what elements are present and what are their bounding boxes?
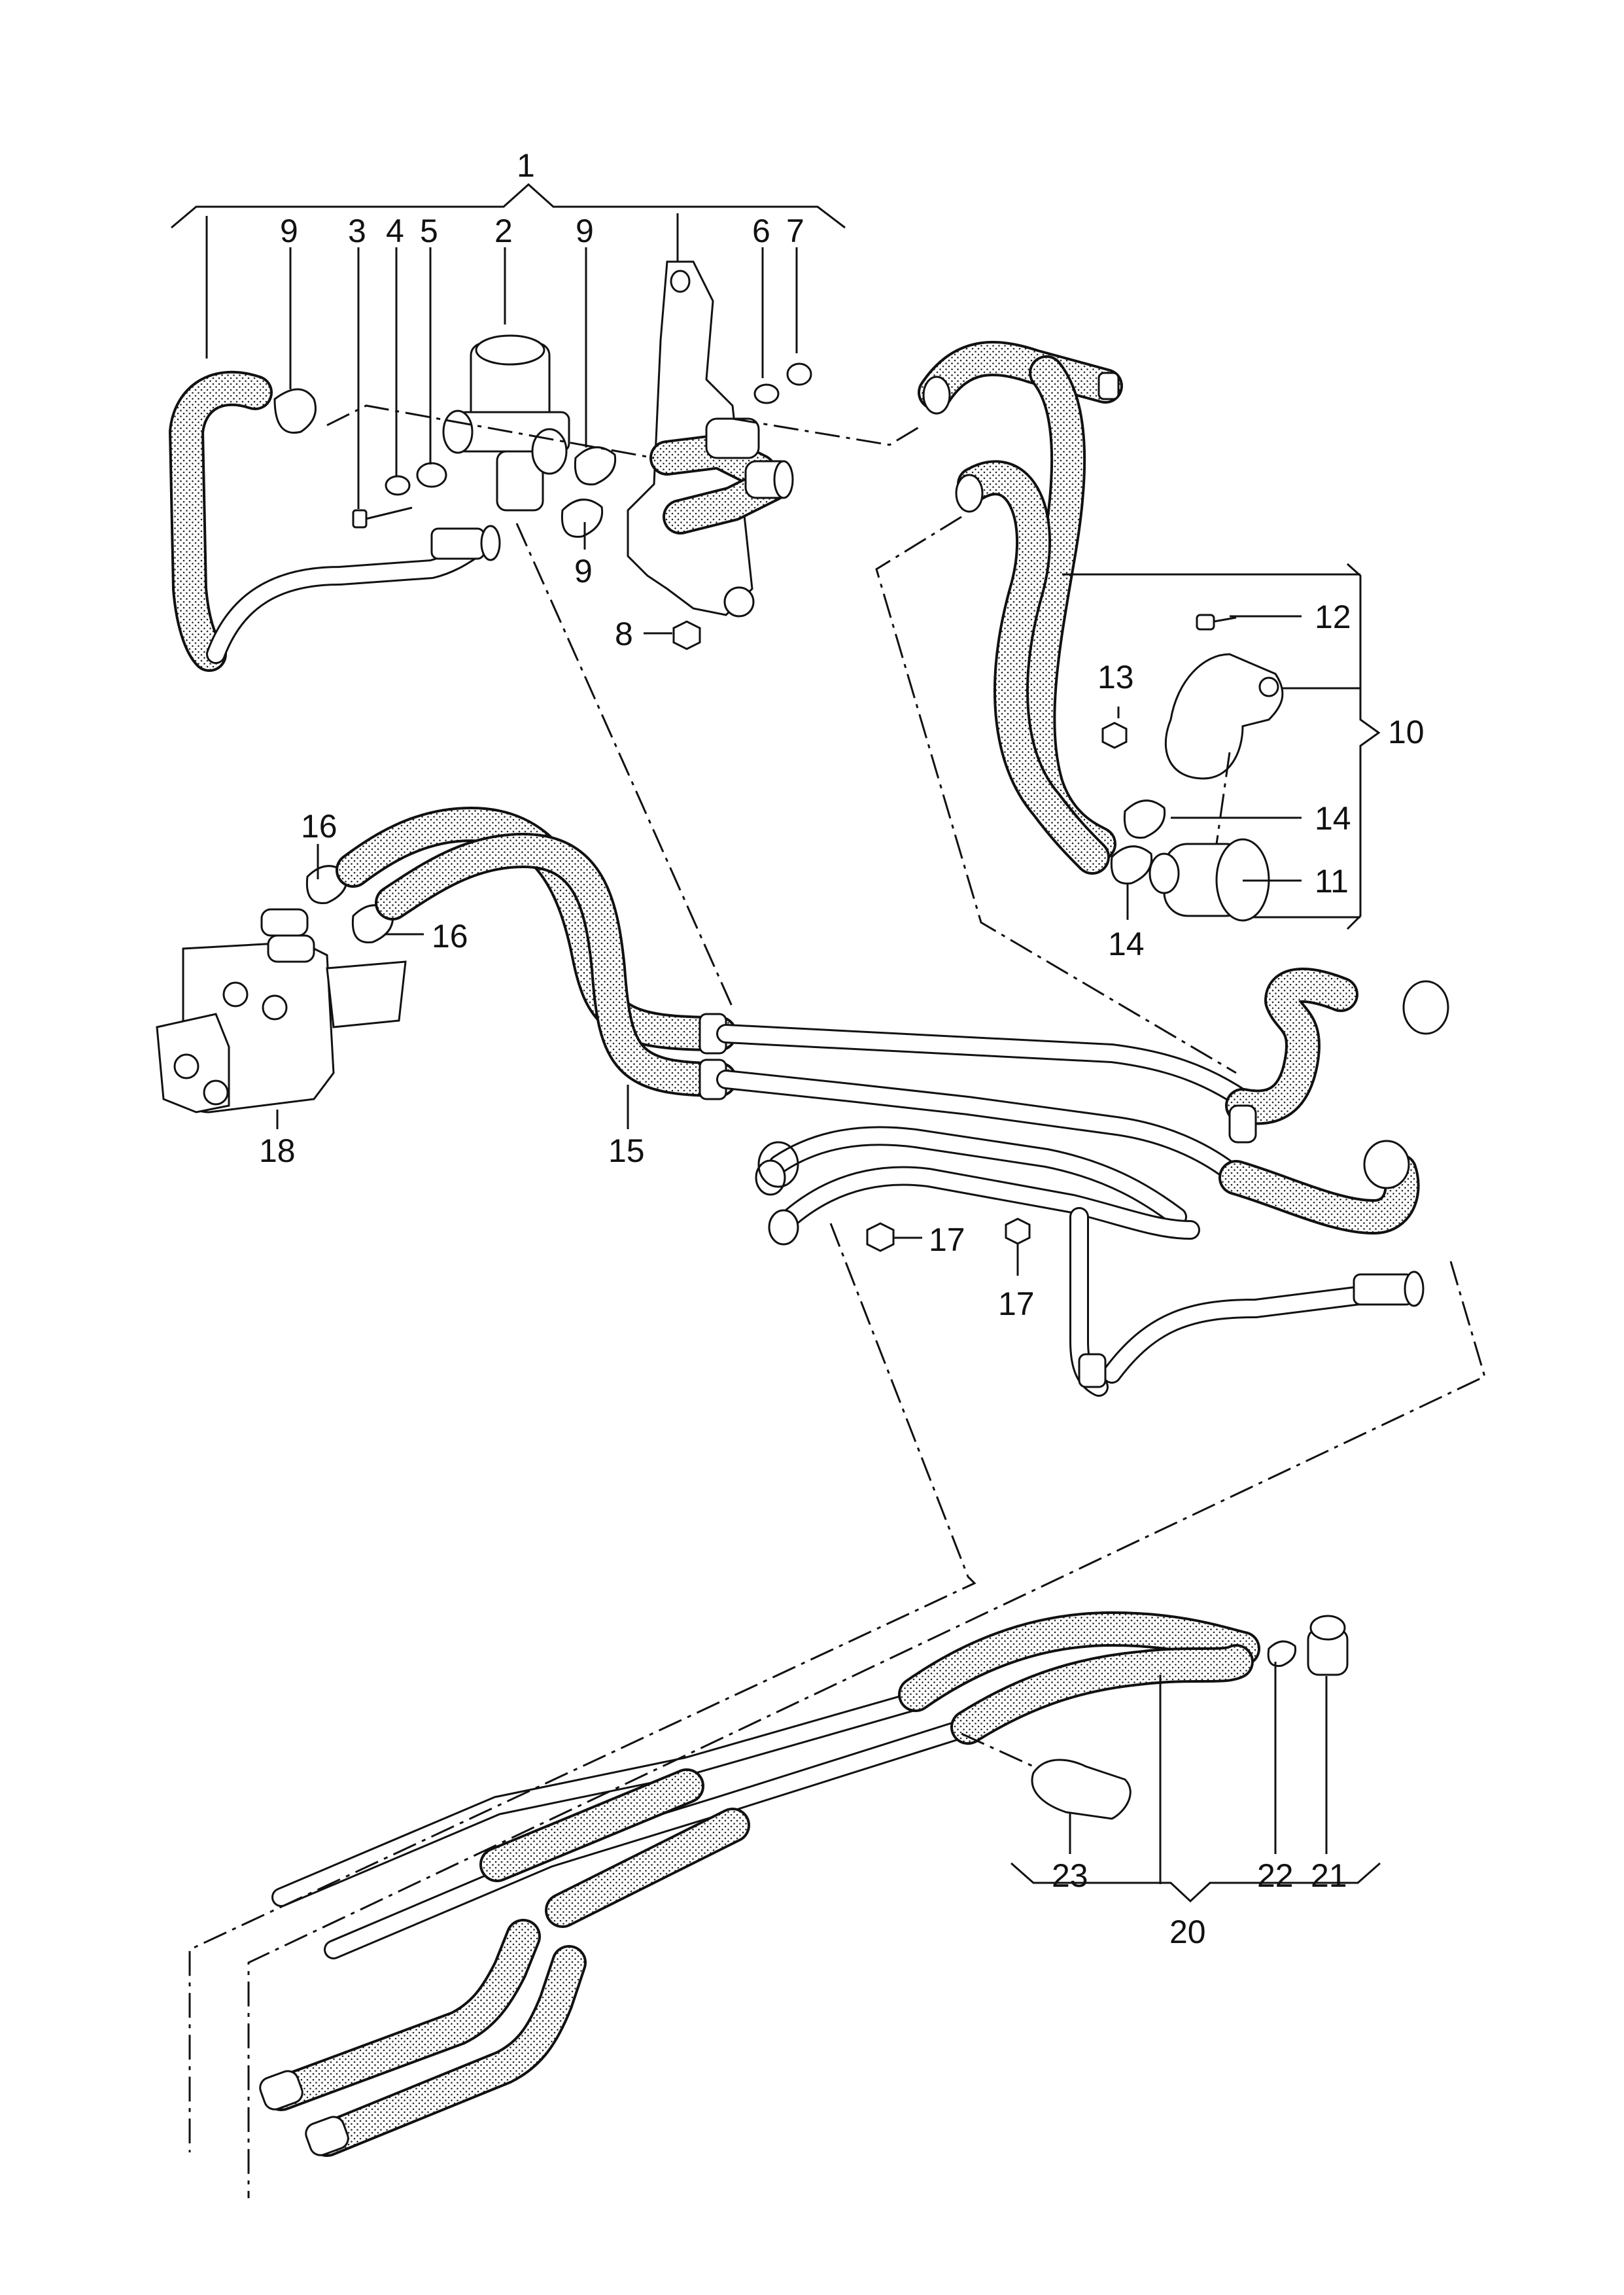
hose-clamp-14	[1110, 799, 1166, 885]
dash-connection-lines	[188, 404, 1486, 2198]
bracket-assembly-20	[1011, 1862, 1381, 1903]
callout-9-left: 9	[280, 213, 298, 249]
callout-21: 21	[1311, 1857, 1347, 1894]
hose-clamp-9-mid	[561, 446, 617, 538]
callout-15: 15	[608, 1132, 645, 1169]
leader-lines	[205, 213, 1328, 1884]
callout-numbers: 1 2 3 4 5 6 7 8 9 9 9 10 11 12 13 14 14 …	[259, 147, 1425, 1950]
nut-7	[786, 362, 812, 386]
callout-20: 20	[1169, 1914, 1206, 1950]
callout-17-lower: 17	[998, 1286, 1035, 1322]
callout-12: 12	[1315, 599, 1351, 635]
screw-12	[1196, 614, 1237, 631]
callout-16-lower: 16	[432, 918, 468, 955]
callout-2: 2	[494, 213, 513, 249]
screw-3	[352, 506, 413, 529]
oil-cooler-18	[156, 908, 407, 1113]
callout-23: 23	[1052, 1857, 1088, 1894]
callout-17-right: 17	[929, 1221, 965, 1258]
nut-8	[672, 620, 701, 650]
callout-9-mid: 9	[576, 213, 594, 249]
hose-upper-right	[918, 341, 1123, 875]
callout-13: 13	[1097, 659, 1134, 695]
hose-clamp-22	[1267, 1640, 1297, 1667]
callout-22: 22	[1257, 1857, 1294, 1894]
hose-connectors-block	[649, 417, 794, 534]
valve-2	[442, 334, 570, 512]
callout-5: 5	[420, 213, 438, 249]
nut-13	[1101, 722, 1128, 749]
callout-10: 10	[1388, 714, 1425, 750]
callout-9-lower: 9	[574, 553, 593, 589]
pipe-assembly-middle	[716, 1024, 1425, 1397]
holder-23	[1031, 1759, 1132, 1820]
callout-11: 11	[1315, 863, 1349, 900]
callout-7: 7	[786, 213, 804, 249]
callout-6: 6	[752, 213, 770, 249]
callout-4: 4	[386, 213, 404, 249]
callout-14-lower: 14	[1108, 926, 1145, 962]
hose-assembly-20	[259, 1611, 1260, 2157]
bracket-assembly-1	[171, 183, 846, 229]
hose-upper-left	[169, 370, 501, 672]
callout-1: 1	[517, 147, 535, 184]
callout-14-upper: 14	[1315, 800, 1351, 837]
callout-8: 8	[615, 616, 633, 652]
pump-bracket	[1164, 653, 1284, 780]
seal-5	[416, 462, 447, 488]
hose-right-elbow	[1218, 968, 1449, 1235]
callout-18: 18	[259, 1132, 296, 1169]
hose-clamp-9-left	[273, 388, 317, 434]
callout-3: 3	[348, 213, 366, 249]
callout-16-upper: 16	[301, 808, 337, 845]
washer-6	[753, 383, 780, 404]
connector-21	[1307, 1615, 1349, 1676]
hose-15	[336, 807, 737, 1100]
bracket-assembly-10	[1062, 563, 1381, 930]
nut-17	[866, 1218, 1031, 1252]
washer-4	[385, 475, 411, 496]
